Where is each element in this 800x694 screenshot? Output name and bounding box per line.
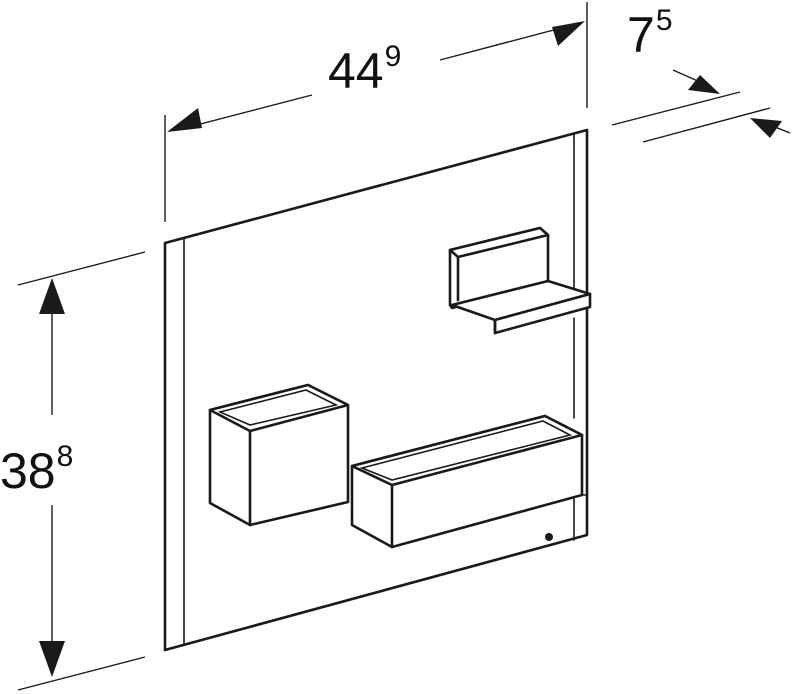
square-storage-box [208,383,350,527]
height-label: 388 [0,440,74,499]
height-value: 38 [0,443,56,499]
depth-value: 7 [627,7,655,63]
small-shelf [448,226,592,335]
width-decimal: 9 [384,40,402,73]
long-storage-tray [350,414,588,549]
wall-panel [163,128,589,652]
sensor-dot [545,533,553,541]
depth-decimal: 5 [655,4,673,37]
width-value: 44 [328,43,384,99]
width-dimension [164,2,588,222]
depth-label: 75 [627,4,673,63]
depth-dimension [611,69,791,143]
height-decimal: 8 [56,440,74,473]
width-label: 449 [328,40,402,99]
height-dimension [17,251,146,691]
